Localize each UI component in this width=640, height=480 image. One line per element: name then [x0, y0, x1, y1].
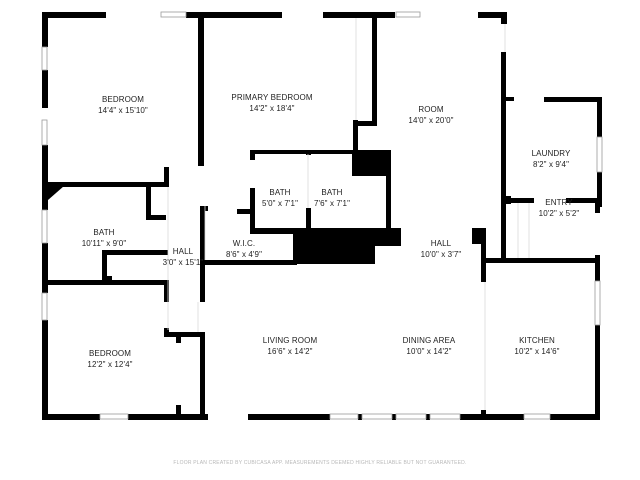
room-dimensions: 16'6" x 14'2" [267, 347, 313, 356]
room-name: HALL [430, 239, 452, 248]
room-name: ROOM [418, 105, 444, 114]
windows [41, 11, 603, 420]
room-dimensions: 7'6" x 7'1" [313, 199, 351, 208]
room-name: LIVING ROOM [262, 336, 318, 345]
room-name: BATH [93, 228, 115, 237]
room-label-hall-1: HALL 3'0" x 15'1" [163, 246, 204, 268]
room-label-wic: W.I.C. 8'6" x 4'9" [226, 238, 262, 260]
room-dimensions: 10'0" x 14'2" [406, 347, 452, 356]
room-name: BEDROOM [88, 349, 132, 358]
room-dimensions: 10'2" x 5'2" [538, 209, 580, 218]
room-dimensions: 14'0" x 20'0" [408, 116, 454, 125]
room-dimensions: 8'2" x 9'4" [532, 160, 570, 169]
walls [42, 12, 602, 420]
openings [167, 18, 530, 410]
room-label-hall-2: HALL 10'0" x 3'7" [421, 238, 462, 260]
room-name: PRIMARY BEDROOM [231, 93, 313, 102]
room-dimensions: 14'4" x 15'10" [98, 106, 148, 115]
room-dimensions: 14'2" x 18'4" [249, 104, 295, 113]
room-dimensions: 10'11" x 9'0" [81, 239, 127, 248]
floor-plan-disclaimer: FLOOR PLAN CREATED BY CUBICASA APP. MEAS… [173, 460, 467, 466]
room-dimensions: 5'0" x 7'1" [261, 199, 299, 208]
room-label-dining-area: DINING AREA 10'0" x 14'2" [403, 335, 456, 357]
room-label-kitchen: KITCHEN 10'2" x 14'6" [514, 335, 559, 357]
room-name: BATH [321, 188, 343, 197]
room-name: HALL [172, 247, 194, 256]
room-label-bath-3: BATH 7'6" x 7'1" [314, 187, 350, 209]
room-name: BATH [269, 188, 291, 197]
room-label-bath-2: BATH 5'0" x 7'1" [262, 187, 298, 209]
room-name: BEDROOM [101, 95, 145, 104]
room-label-primary-bedroom: PRIMARY BEDROOM 14'2" x 18'4" [231, 92, 312, 114]
room-label-living-room: LIVING ROOM 16'6" x 14'2" [263, 335, 317, 357]
room-label-entry: ENTRY 10'2" x 5'2" [539, 197, 580, 219]
room-label-laundry: LAUNDRY 8'2" x 9'4" [532, 148, 571, 170]
room-dimensions: 10'0" x 3'7" [420, 250, 462, 259]
room-label-room: ROOM 14'0" x 20'0" [408, 104, 453, 126]
room-name: ENTRY [545, 198, 573, 207]
room-dimensions: 10'2" x 14'6" [514, 347, 560, 356]
room-name: DINING AREA [402, 336, 456, 345]
room-dimensions: 3'0" x 15'1" [162, 258, 204, 267]
room-label-bedroom-1: BEDROOM 14'4" x 15'10" [98, 94, 148, 116]
room-name: W.I.C. [232, 239, 256, 248]
room-dimensions: 12'2" x 12'4" [87, 360, 133, 369]
room-label-bath-1: BATH 10'11" x 9'0" [82, 227, 127, 249]
room-label-bedroom-2: BEDROOM 12'2" x 12'4" [87, 348, 132, 370]
room-name: KITCHEN [519, 336, 555, 345]
room-name: LAUNDRY [531, 149, 571, 158]
room-dimensions: 8'6" x 4'9" [225, 250, 263, 259]
